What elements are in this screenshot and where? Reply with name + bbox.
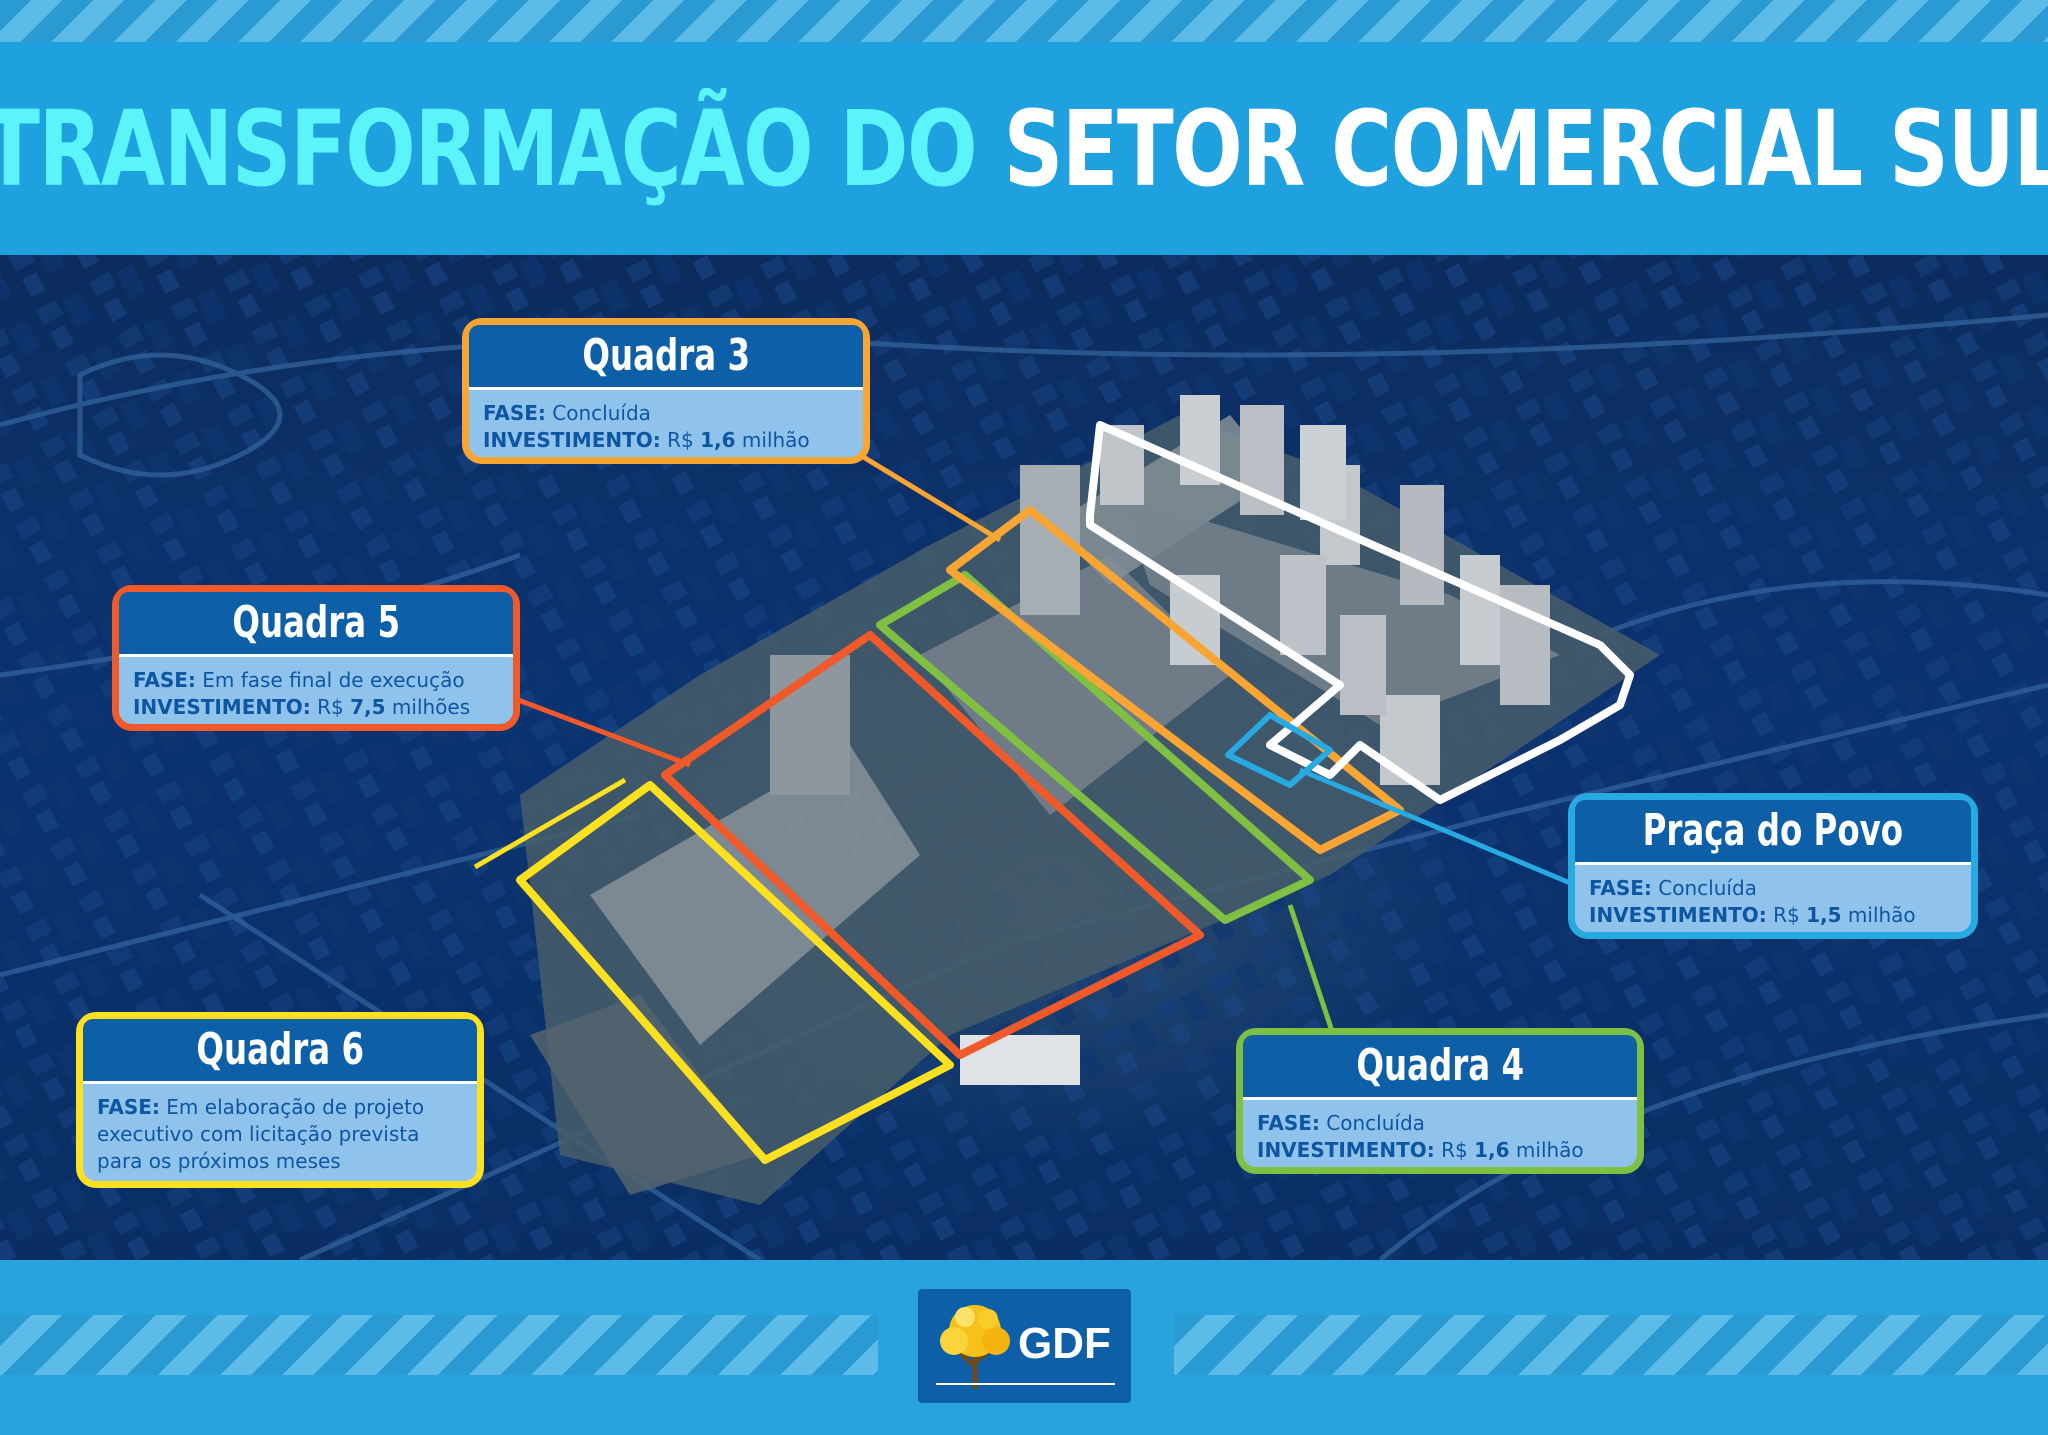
footer: GDF bbox=[0, 1260, 2048, 1435]
praca-body: FASE: Concluída INVESTIMENTO: R$ 1,5 mil… bbox=[1589, 876, 1916, 927]
header-banner: TRANSFORMAÇÃO DO SETOR COMERCIAL SUL bbox=[0, 42, 2048, 255]
quadra3-leader bbox=[858, 452, 1002, 543]
quadra5-leader bbox=[504, 692, 691, 768]
quadra3-title: Quadra 3 bbox=[469, 325, 863, 390]
praca-title: Praça do Povo bbox=[1575, 800, 1971, 865]
top-stripes bbox=[0, 0, 2048, 42]
quadra4-title: Quadra 4 bbox=[1243, 1035, 1637, 1100]
footer-stripes-right bbox=[1174, 1315, 2048, 1375]
quadra3-body: FASE: Concluída INVESTIMENTO: R$ 1,6 mil… bbox=[483, 401, 810, 452]
quadra4-outline bbox=[876, 571, 1314, 924]
block-outlines bbox=[516, 421, 1634, 1164]
quadra6-leader bbox=[473, 777, 627, 870]
logo-underline bbox=[936, 1383, 1115, 1385]
quadra5-body: FASE: Em fase final de execução INVESTIM… bbox=[133, 668, 471, 719]
quadra6-body: FASE: Em elaboração de projeto executivo… bbox=[97, 1095, 425, 1173]
logo-text: GDF bbox=[1018, 1319, 1111, 1368]
quadra5-outline bbox=[661, 631, 1204, 1059]
aerial-map: Quadra 3 FASE: Concluída INVESTIMENTO: R… bbox=[0, 255, 2048, 1260]
praca-card: Praça do Povo FASE: Concluída INVESTIMEN… bbox=[1568, 793, 1978, 939]
praca-outline bbox=[1225, 712, 1333, 788]
page-title: TRANSFORMAÇÃO DO SETOR COMERCIAL SUL bbox=[0, 97, 2048, 201]
gdf-logo: GDF bbox=[918, 1289, 1131, 1403]
quadra6-outline bbox=[516, 781, 954, 1164]
ipe-tree-icon bbox=[940, 1305, 1010, 1389]
quadra4-card: Quadra 4 FASE: Concluída INVESTIMENTO: R… bbox=[1236, 1028, 1644, 1174]
central-complex bbox=[520, 395, 1660, 1205]
quadra5-card: Quadra 5 FASE: Em fase final de execução… bbox=[112, 585, 520, 731]
praca-leader bbox=[1299, 767, 1576, 888]
footer-stripes-left bbox=[0, 1315, 878, 1375]
quadra6-card: Quadra 6 FASE: Em elaboração de projeto … bbox=[76, 1012, 484, 1188]
title-part-1: TRANSFORMAÇÃO DO bbox=[0, 87, 978, 210]
leader-lines bbox=[473, 452, 1576, 1056]
highlight-outline bbox=[1086, 421, 1634, 804]
title-part-2: SETOR COMERCIAL SUL bbox=[1003, 87, 2048, 210]
quadra5-title: Quadra 5 bbox=[119, 592, 513, 657]
quadra3-card: Quadra 3 FASE: Concluída INVESTIMENTO: R… bbox=[462, 318, 870, 464]
quadra6-title: Quadra 6 bbox=[83, 1019, 477, 1084]
quadra4-body: FASE: Concluída INVESTIMENTO: R$ 1,6 mil… bbox=[1257, 1111, 1584, 1162]
